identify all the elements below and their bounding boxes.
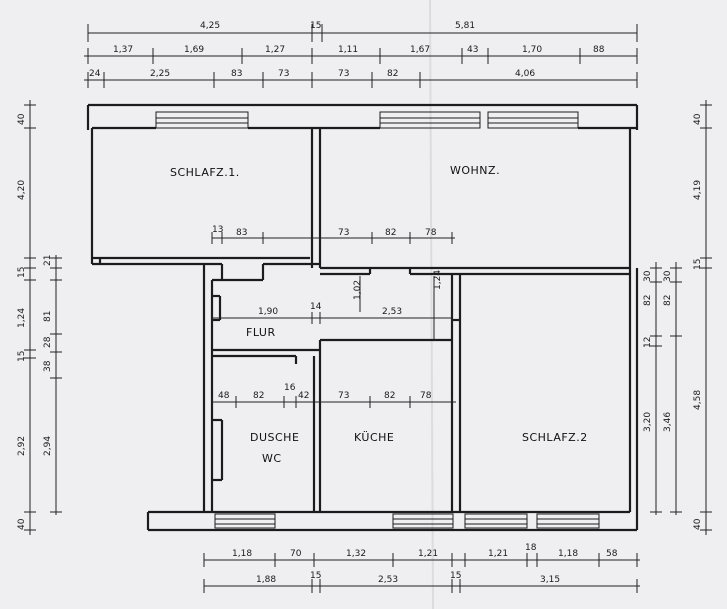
dim-top-2-d: 1,11: [338, 45, 358, 55]
dim-inner-low-c: 16: [284, 383, 296, 393]
bottom-dimension-lines: [203, 553, 640, 593]
dim-top-3-a: 24: [89, 69, 101, 79]
room-label-flur: FLUR: [246, 326, 276, 339]
dim-inner-up-a: 13: [212, 225, 223, 235]
room-label-kueche: KÜCHE: [354, 431, 394, 444]
dim-flur-b: 14: [310, 302, 322, 312]
dim-inner-low-a: 48: [218, 391, 230, 401]
dim-top-1-b: 15: [310, 21, 321, 31]
dim-left-inner-a: 81: [43, 311, 53, 322]
dim-top-2-f: 43: [467, 45, 478, 55]
dim-inner-low-e: 73: [338, 391, 349, 401]
top-windows: [155, 111, 579, 129]
dim-top-2-g: 1,70: [522, 45, 542, 55]
dim-inner-up-d: 82: [385, 228, 396, 238]
paper-fold-line: [429, 0, 434, 609]
dim-bottom-2-e: 3,15: [540, 575, 560, 585]
dim-inner-up-b: 83: [236, 228, 247, 238]
dim-top-2-a: 1,37: [113, 45, 133, 55]
dim-right-inner-a: 30: [643, 270, 653, 282]
dim-left-f: 15: [17, 351, 27, 362]
dim-right-inner-c: 12: [643, 337, 653, 348]
dim-bottom-2-d: 15: [450, 571, 461, 581]
dim-top-3-c: 83: [231, 69, 242, 79]
top-dimension-lines: [84, 24, 638, 88]
dim-top-1-c: 5,81: [455, 21, 475, 31]
dim-top-2-h: 88: [593, 45, 605, 55]
dim-flur-c: 1,02: [353, 280, 363, 300]
dim-right-outer-d: 4,58: [693, 390, 703, 410]
dim-left-g: 2,92: [17, 436, 27, 456]
inner-dimension-lines: [211, 232, 456, 408]
dim-right-mid-a: 30: [663, 270, 673, 282]
dim-left-h: 40: [17, 518, 27, 530]
exterior-walls: [86, 103, 639, 532]
dim-top-2-c: 1,27: [265, 45, 285, 55]
dim-left-b: 4,20: [17, 180, 27, 200]
dim-inner-up-c: 73: [338, 228, 349, 238]
dim-right-outer-a: 40: [693, 113, 703, 125]
room-label-dusche: DUSCHE: [250, 431, 299, 444]
room-label-schlafz1: SCHLAFZ.1.: [170, 166, 240, 179]
dim-right-inner-b: 82: [643, 295, 653, 306]
dim-right-outer-c: 15: [693, 259, 703, 270]
dim-top-3-e: 73: [338, 69, 349, 79]
dim-bottom-2-b: 15: [310, 571, 321, 581]
dim-top-3-d: 73: [278, 69, 289, 79]
dim-top-3-f: 82: [387, 69, 398, 79]
dim-bottom-1-d: 1,21: [418, 549, 438, 559]
dim-bottom-1-e: 1,21: [488, 549, 508, 559]
dim-top-2-b: 1,69: [184, 45, 204, 55]
dim-bottom-1-f: 18: [525, 543, 537, 553]
dim-top-1-a: 4,25: [200, 21, 220, 31]
dim-top-2-e: 1,67: [410, 45, 430, 55]
dim-top-3-b: 2,25: [150, 69, 170, 79]
dim-flur-e: 1,24: [433, 270, 443, 290]
left-dimension-lines: [24, 100, 62, 535]
bottom-windows: [214, 513, 600, 529]
dim-right-inner-d: 3,20: [643, 412, 653, 432]
right-dimension-lines: [650, 100, 712, 535]
dim-inner-up-e: 78: [425, 228, 437, 238]
dim-right-mid-b: 82: [663, 295, 673, 306]
dim-left-inner-d: 2,94: [43, 436, 53, 456]
dim-left-inner-b: 28: [43, 336, 53, 348]
dim-bottom-1-b: 70: [290, 549, 302, 559]
dim-right-outer-e: 40: [693, 518, 703, 530]
room-label-wohnz: WOHNZ.: [450, 164, 500, 177]
dim-inner-low-f: 82: [384, 391, 395, 401]
dim-left-c: 21: [43, 255, 53, 266]
dim-flur-a: 1,90: [258, 307, 278, 317]
dim-right-outer-b: 4,19: [693, 180, 703, 200]
dim-bottom-1-g: 1,18: [558, 549, 578, 559]
room-label-schlafz2: SCHLAFZ.2: [522, 431, 588, 444]
dim-left-d: 15: [17, 267, 27, 278]
dim-left-e: 1,24: [17, 308, 27, 328]
interior-walls: [90, 128, 630, 512]
dim-inner-low-g: 78: [420, 391, 432, 401]
dim-inner-low-d: 42: [298, 391, 309, 401]
dim-left-a: 40: [17, 113, 27, 125]
dim-bottom-2-c: 2,53: [378, 575, 398, 585]
dim-flur-d: 2,53: [382, 307, 402, 317]
dim-bottom-2-a: 1,88: [256, 575, 276, 585]
dim-bottom-1-h: 58: [606, 549, 618, 559]
dim-bottom-1-a: 1,18: [232, 549, 252, 559]
dim-left-inner-c: 38: [43, 360, 53, 372]
dim-bottom-1-c: 1,32: [346, 549, 366, 559]
dim-right-mid-c: 3,46: [663, 412, 673, 432]
dim-inner-low-b: 82: [253, 391, 264, 401]
dim-top-3-g: 4,06: [515, 69, 535, 79]
room-label-wc: WC: [262, 452, 282, 465]
